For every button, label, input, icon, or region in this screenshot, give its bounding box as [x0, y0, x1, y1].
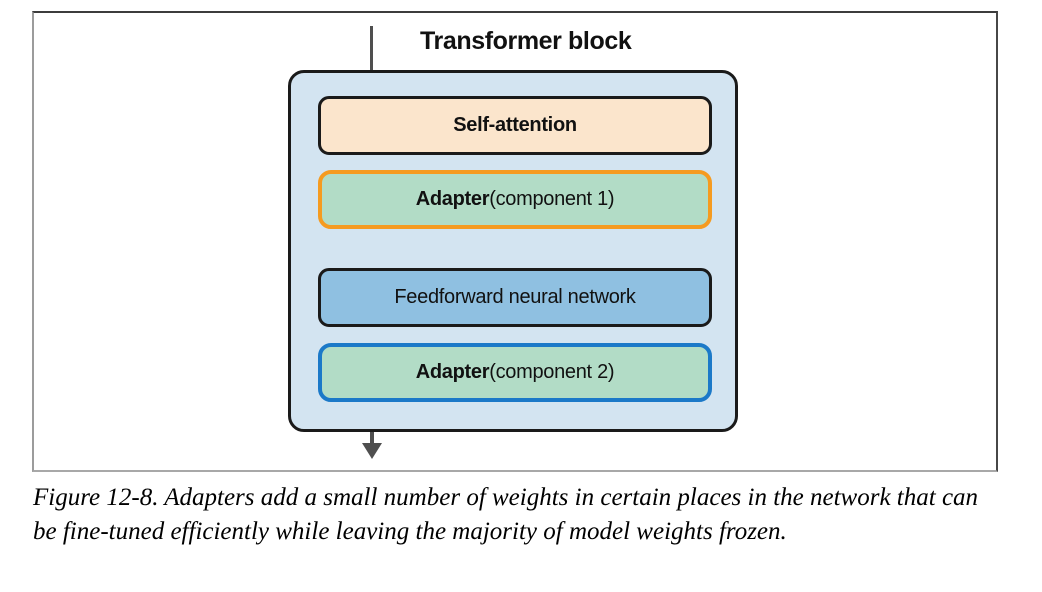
- output-arrow-icon: [362, 443, 382, 459]
- input-arrow-icon: [370, 26, 373, 72]
- self-attention-label: Self-attention: [453, 114, 577, 136]
- feedforward-box: Feedforward neural network: [318, 268, 712, 327]
- diagram-title: Transformer block: [420, 27, 632, 55]
- self-attention-box: Self-attention: [318, 96, 712, 155]
- adapter-1-label: Adapter: [415, 188, 490, 210]
- adapter-1-label-suffix: (component 1): [489, 188, 615, 210]
- adapter-1-box: Adapter (component 1): [318, 170, 712, 229]
- feedforward-label: Feedforward neural network: [394, 286, 636, 308]
- adapter-2-box: Adapter (component 2): [318, 343, 712, 402]
- output-arrow-stem: [370, 432, 374, 444]
- figure-caption: Figure 12-8. Adapters add a small number…: [33, 484, 979, 545]
- adapter-2-label-suffix: (component 2): [489, 361, 615, 383]
- adapter-2-label: Adapter: [415, 361, 490, 383]
